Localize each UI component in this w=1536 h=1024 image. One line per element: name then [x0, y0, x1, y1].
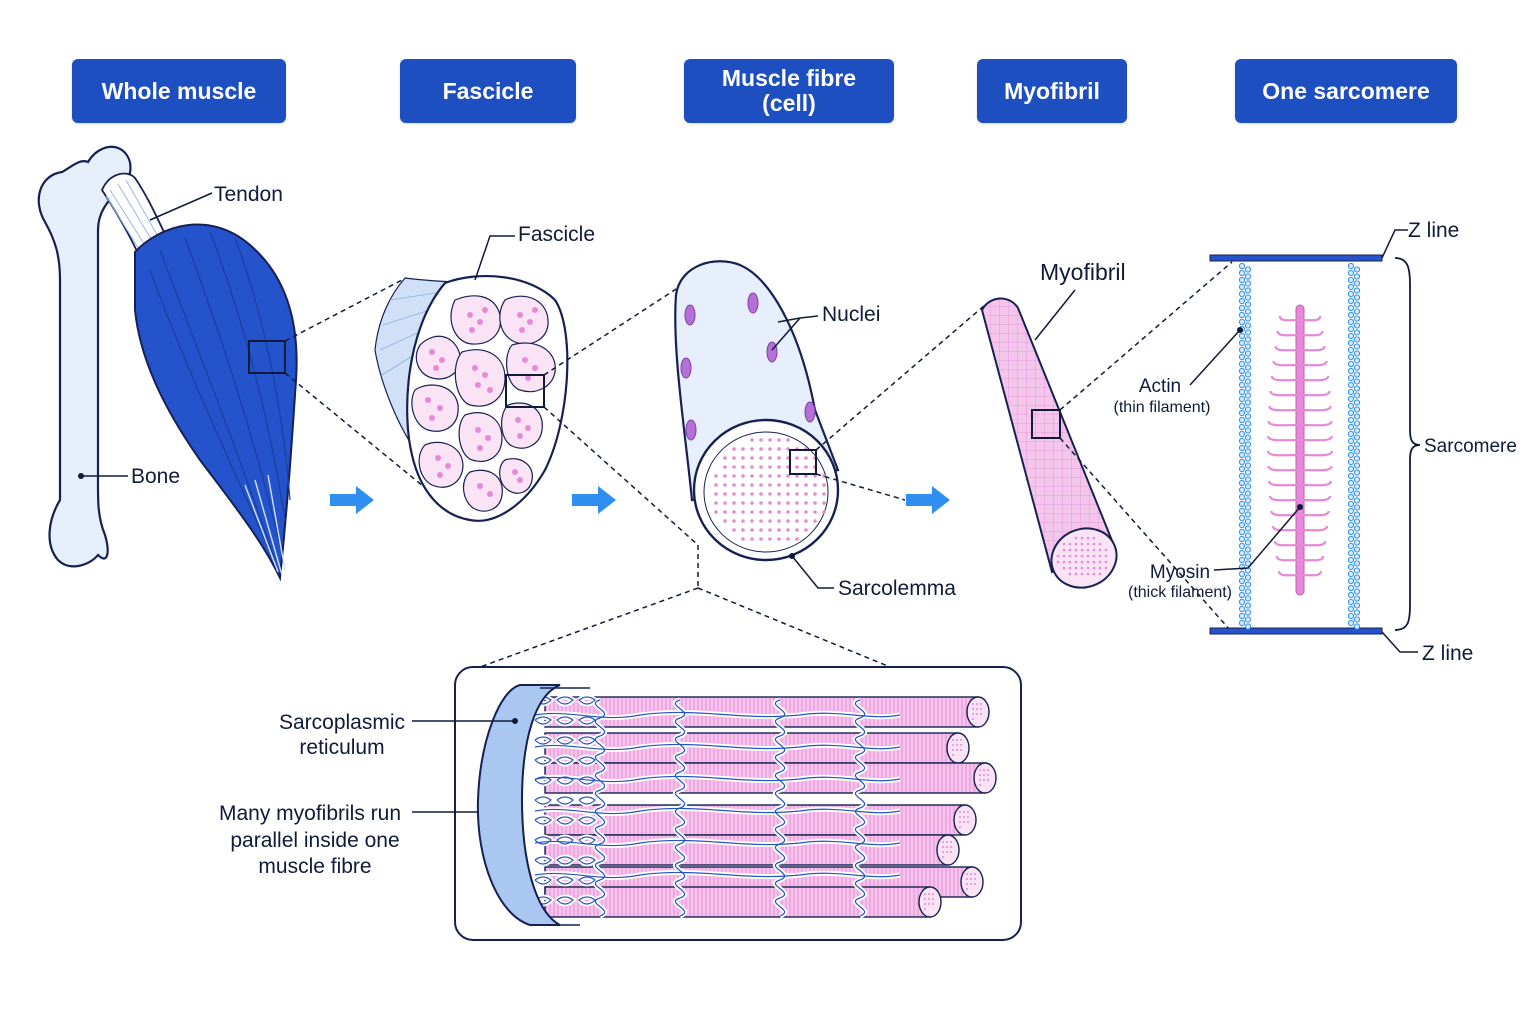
- nuclei-label: Nuclei: [822, 303, 880, 326]
- z-line-bottom-label: Z line: [1422, 642, 1473, 665]
- many-myofibrils-line1: Many myofibrils run: [219, 802, 401, 825]
- zoom-box-fibre: [789, 449, 817, 475]
- header-fascicle: Fascicle: [400, 59, 576, 123]
- actin-filament-right: [1347, 262, 1361, 630]
- zoom-line-4a: [1059, 261, 1233, 411]
- arrow-right-icon: [330, 486, 374, 514]
- fascicle-leader: [474, 235, 515, 281]
- myosin-label: Myosin: [1150, 562, 1210, 583]
- muscle-fibre-illustration: [674, 260, 840, 562]
- fascicle-label: Fascicle: [518, 223, 595, 246]
- tendon-illustration: [100, 172, 170, 260]
- zoom-line-5b: [479, 587, 699, 668]
- nuclei-leader: [771, 315, 819, 351]
- zoom-line-4b: [1059, 437, 1231, 631]
- bone-illustration: [37, 145, 132, 568]
- zoom-line-2b: [543, 406, 699, 546]
- sarcomere-brace: [1394, 257, 1421, 631]
- tendon-leader: [149, 192, 213, 221]
- myosin-sub-label: (thick filament): [1128, 584, 1232, 601]
- zoom-line-5c: [697, 587, 891, 668]
- z-line-top-bar: [1209, 254, 1383, 262]
- header-muscle-fibre: Muscle fibre(cell): [684, 59, 894, 123]
- actin-filament-left: [1238, 262, 1252, 630]
- many-myofibrils-line2: parallel inside one: [230, 829, 399, 852]
- header-whole-muscle: Whole muscle: [72, 59, 286, 123]
- zoom-line-2a: [543, 279, 691, 376]
- myofibril-leader: [1034, 289, 1076, 341]
- zoom-line-3b: [815, 473, 906, 501]
- myofibril-illustration: [980, 297, 1118, 589]
- actin-label: Actin: [1139, 376, 1181, 397]
- z-line-top-leader: [1381, 229, 1408, 259]
- actin-leader-dot: [1237, 327, 1243, 333]
- sarcomere-illustration: [1209, 254, 1383, 635]
- z-line-top-label: Z line: [1408, 219, 1459, 242]
- sr-label-line1: Sarcoplasmic: [279, 711, 405, 734]
- zoom-line-3a: [815, 304, 986, 451]
- arrow-right-icon: [572, 486, 616, 514]
- fascicle-illustration: [374, 274, 569, 522]
- sarcolemma-label: Sarcolemma: [838, 577, 956, 600]
- zoom-line-1a: [284, 279, 403, 342]
- zoom-box-fascicle: [505, 374, 545, 408]
- header-fascicle-text: Fascicle: [442, 77, 534, 104]
- tendon-label: Tendon: [214, 183, 283, 206]
- header-one-sarcomere-text: One sarcomere: [1262, 77, 1430, 104]
- bone-label: Bone: [131, 465, 180, 488]
- myosin-leader-dot: [1297, 504, 1303, 510]
- zoom-box-myofibril: [1031, 409, 1061, 439]
- header-myofibril: Myofibril: [977, 59, 1127, 123]
- header-muscle-fibre-line1: Muscle fibre: [721, 65, 857, 91]
- header-muscle-fibre-line2: (cell): [762, 90, 816, 116]
- sr-label-line2: reticulum: [299, 736, 384, 759]
- z-line-bottom-leader: [1381, 631, 1418, 653]
- arrow-right-icon: [906, 486, 950, 514]
- sr-leader-dot: [512, 718, 518, 724]
- z-line-bottom-bar: [1209, 627, 1383, 635]
- sarcolemma-leader: [791, 555, 834, 589]
- myofibril-label: Myofibril: [1040, 259, 1126, 285]
- sarcomere-label: Sarcomere: [1424, 436, 1517, 457]
- muscle-belly: [134, 223, 298, 582]
- sarcolemma-leader-dot: [789, 553, 795, 559]
- zoom-line-1b: [284, 372, 441, 501]
- header-one-sarcomere: One sarcomere: [1235, 59, 1457, 123]
- inset-illustration: [476, 684, 997, 926]
- myosin-leader: [1213, 506, 1301, 571]
- myosin-filament: [1266, 304, 1334, 596]
- bone-leader-dot: [78, 473, 84, 479]
- actin-sub-label: (thin filament): [1114, 399, 1211, 416]
- many-myofibrils-line3: muscle fibre: [258, 855, 371, 878]
- header-whole-muscle-text: Whole muscle: [101, 77, 257, 104]
- actin-leader: [1189, 329, 1241, 386]
- header-myofibril-text: Myofibril: [1004, 77, 1100, 104]
- zoom-box-muscle: [248, 340, 286, 374]
